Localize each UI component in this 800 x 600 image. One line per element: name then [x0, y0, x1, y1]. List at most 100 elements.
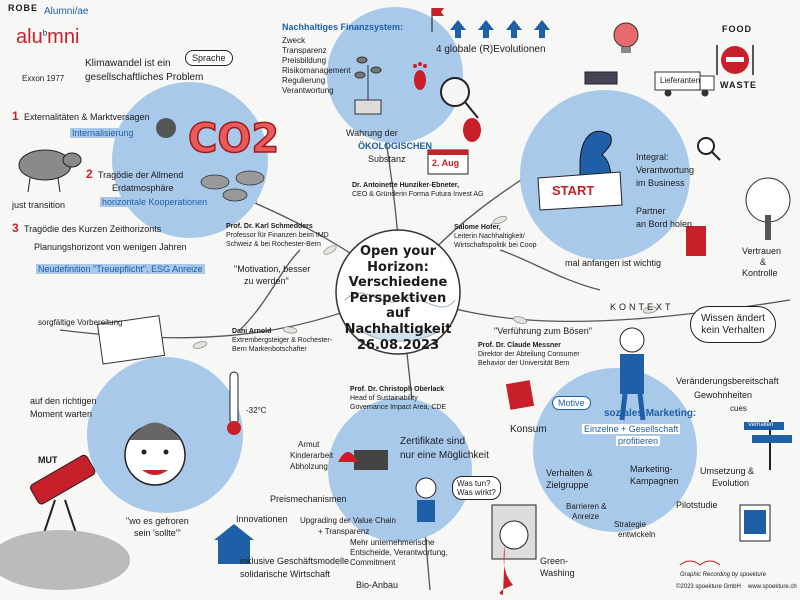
- hand-footprint: [463, 118, 481, 142]
- substanz-label: Substanz: [368, 154, 406, 164]
- mehr-line2: Entscheide, Verantwortung,: [350, 548, 448, 557]
- title-line: Open your: [359, 244, 437, 259]
- point2-text: Tragödie der Allmend: [98, 170, 184, 180]
- partner-line2: an Bord holen: [636, 219, 693, 229]
- copyright: ©2023 spoekture GmbH: [676, 584, 741, 590]
- lieferanten-label: Lieferanten: [660, 76, 701, 85]
- abholzung-label: Abholzung: [290, 462, 328, 471]
- oekologisch-label: ÖKOLOGISCHEN: [358, 141, 433, 151]
- speaker-schmedders-role1: Professor für Finanzen beim IMD: [226, 232, 329, 239]
- speaker-messner-role2: Behavior der Universität Bern: [478, 360, 570, 367]
- speaker-arnold: Dani Arnold: [232, 328, 272, 335]
- integral-line2: Verantwortung: [636, 165, 695, 175]
- point1-number: 1: [12, 109, 19, 123]
- chocolate-bar: [354, 450, 388, 470]
- klimawandel-line2: gesellschaftliches Problem: [85, 72, 204, 83]
- point3-planning: Planungshorizont von wenigen Jahren: [34, 242, 187, 252]
- speaker-hofer-role2: Wirtschaftspolitik bei Coop: [454, 242, 537, 249]
- evolution-label: Evolution: [712, 478, 750, 488]
- sprache-bubble: Sprache: [185, 50, 233, 67]
- vertrauen-amp: &: [760, 257, 767, 267]
- wahrung-label: Wahrung der: [346, 128, 398, 138]
- just-transition: just transition: [12, 200, 66, 210]
- svg-text:CO2: CO2: [188, 116, 279, 162]
- mountain-top: [0, 530, 130, 590]
- upgrading-label: Upgrading der Value Chain: [300, 516, 396, 525]
- globe: [335, 229, 461, 355]
- title-line: Perspektiven auf: [349, 290, 447, 322]
- flag-illustration: [431, 8, 444, 32]
- finanzsystem-item: Risikomanagement: [282, 66, 351, 75]
- truck-icon: [654, 71, 715, 97]
- speaker-hunziker: Dr. Antoinette Hunziker-Ebneter,: [352, 182, 460, 189]
- washing-machine: [491, 504, 537, 595]
- start-banner: [537, 171, 623, 211]
- greenwashing-line1: Green-: [540, 556, 569, 566]
- point2-sub-atmo: Erdatmosphäre: [112, 183, 174, 193]
- vertrauen-label: Vertrauen: [742, 246, 782, 256]
- presenter-figure: [619, 327, 646, 421]
- point3-number: 3: [12, 221, 19, 235]
- quote-frozen2: sein 'sollte'": [134, 528, 181, 538]
- speaker-arnold-role1: Extrembergsteiger & Rochester-: [232, 337, 332, 344]
- center-title: Open your Horizon: Verschiedene Perspekt…: [338, 244, 458, 353]
- integral-line3: im Business: [636, 178, 685, 188]
- finanzsystem-item: Verantwortung: [282, 86, 334, 95]
- finanzsystem-item: Zweck: [282, 36, 306, 45]
- speaker-arnold-role2: Bern Markenbotschafter: [232, 346, 307, 353]
- vorbereitung-label: sorgfältige Vorbereitung: [38, 318, 123, 327]
- face-illustration: [124, 422, 186, 486]
- bubble-bottom-right: [533, 368, 697, 532]
- klimawandel-line1: Klimawandel ist ein: [85, 58, 171, 69]
- kontrolle-label: Kontrolle: [742, 268, 778, 278]
- anreize-label: Anreize: [572, 512, 600, 521]
- preis-label: Preismechanismen: [270, 494, 347, 504]
- evolution-arrows: [450, 20, 550, 38]
- konsum-label: Konsum: [510, 424, 547, 435]
- speaker-hofer: Salome Hofer,: [454, 224, 501, 231]
- finanzsystem-list: Zweck Transparenz Preisbildung Risikoman…: [282, 36, 350, 96]
- signpost-label: Verhalten: [748, 422, 774, 428]
- zielgruppe-label: Zielgruppe: [546, 480, 589, 490]
- title-date: 26.08.2023: [356, 337, 440, 353]
- speaker-messner-role1: Direktor der Abteilung Consumer: [478, 351, 580, 358]
- strategie-label: Strategie: [614, 520, 647, 529]
- point2-number: 2: [86, 167, 93, 181]
- motivation-quote2: zu werden": [244, 276, 289, 286]
- finanzsystem-item: Regulierung: [282, 76, 326, 85]
- point2-sub: horizontale Kooperationen: [100, 197, 210, 207]
- marketing-label: Marketing-: [630, 464, 673, 474]
- umsetzung-label: Umsetzung &: [700, 466, 755, 476]
- finanzsystem-item: Transparenz: [282, 46, 327, 55]
- evolutionen-label: 4 globale (R)Evolutionen: [436, 44, 546, 55]
- innovationen-label: Innovationen: [236, 514, 288, 524]
- thinking-man: [415, 477, 437, 522]
- fish-illustration: [200, 170, 265, 202]
- date-tag: 2. Aug: [432, 158, 460, 168]
- thermometer-icon: [227, 371, 241, 435]
- speaker-schmedders: Prof. Dr. Karl Schmedders: [226, 223, 313, 230]
- einzelne-label: Einzelne + Gesellschaft: [582, 424, 681, 434]
- quote-frozen1: "wo es gefroren: [126, 516, 189, 526]
- motivation-quote1: "Motivation, besser: [234, 264, 311, 274]
- gewohnheiten-label: Gewohnheiten: [694, 390, 753, 400]
- mut-label: MUT: [38, 455, 58, 465]
- armut-label: Armut: [298, 440, 320, 449]
- speaker-messner: Prof. Dr. Claude Messner: [478, 342, 561, 349]
- entwickeln-label: entwickeln: [618, 530, 656, 539]
- greenwashing-line2: Washing: [540, 568, 575, 578]
- money-plant: [354, 56, 382, 115]
- footprint-graphic: [413, 62, 427, 90]
- wastun-bubble: Was tun?Was wirkt?: [452, 476, 501, 501]
- point1-sub: Internalisierung: [70, 128, 136, 138]
- finanzsystem-item: Preisbildung: [282, 56, 327, 65]
- org-name: Alumni/ae: [44, 6, 89, 17]
- cues-label: cues: [730, 404, 747, 413]
- point3-sub: Neudefinition "Treuepflicht", ESG Anreiz…: [36, 264, 205, 274]
- kinderarbeit-label: Kinderarbeit: [290, 451, 334, 460]
- kontext-label: KONTEXT: [610, 302, 674, 312]
- magnifier-right: [697, 137, 721, 161]
- mehr-line1: Mehr unternehmerische: [350, 538, 435, 547]
